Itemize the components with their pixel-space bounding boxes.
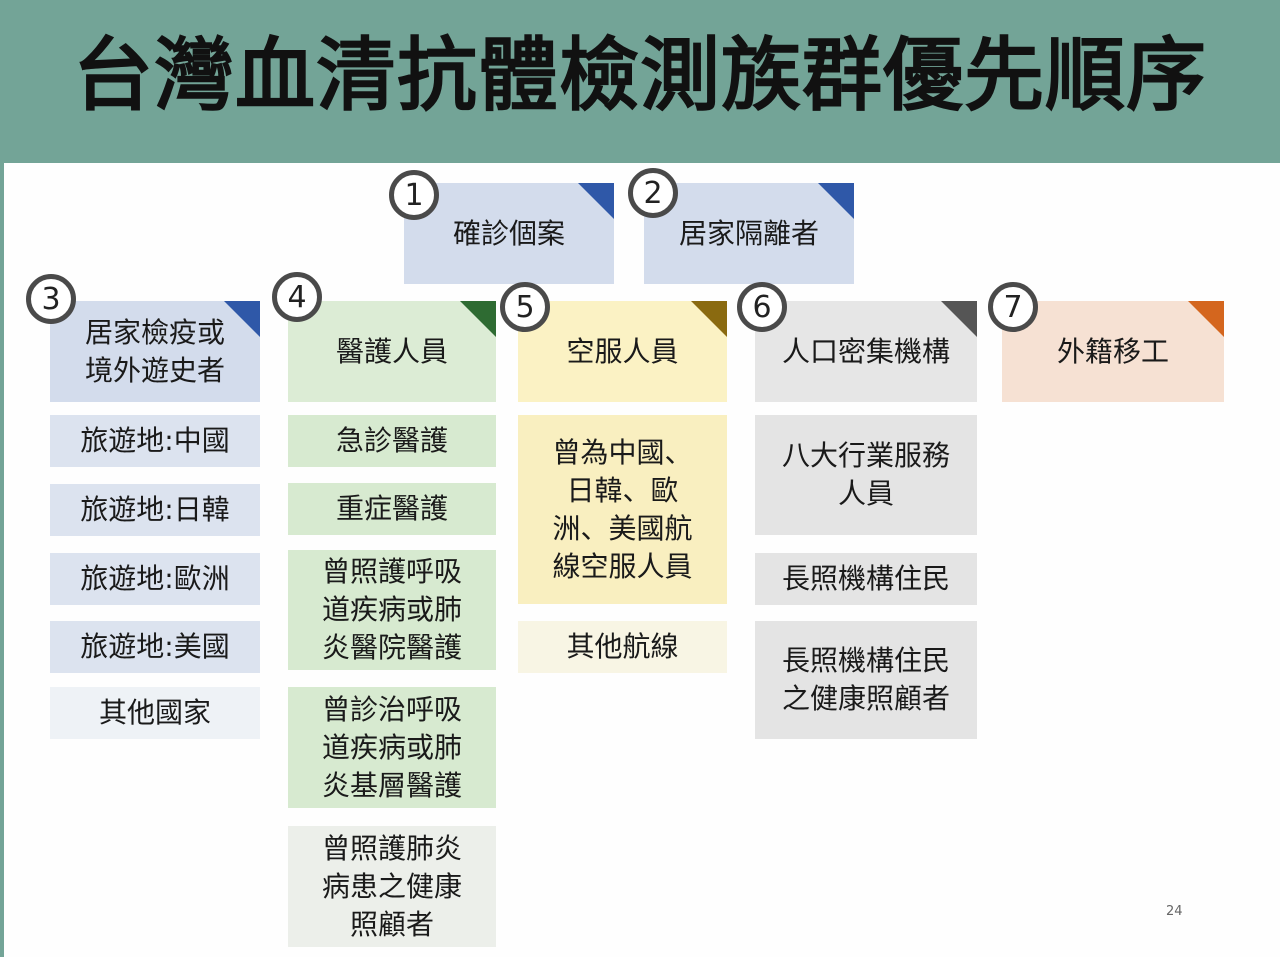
group-4-item: 曾照護肺炎 病患之健康 照顧者 [288,826,496,947]
group-3-item: 其他國家 [50,687,260,739]
group-6-item: 八大行業服務 人員 [755,415,977,535]
corner-marker [578,183,614,219]
group-3-item: 旅遊地:中國 [50,415,260,467]
group-4-item: 急診醫護 [288,415,496,467]
group-3-item: 旅遊地:美國 [50,621,260,673]
group-2-header: 居家隔離者 [644,183,854,284]
group-3-number-badge: 3 [26,274,76,324]
group-6-header: 人口密集機構 [755,301,977,402]
corner-marker [460,301,496,337]
group-6-item: 長照機構住民 [755,553,977,605]
corner-marker [224,301,260,337]
page-number: 24 [1166,904,1183,919]
group-3-item: 旅遊地:日韓 [50,484,260,536]
group-6-label: 人口密集機構 [781,334,950,368]
group-1-label: 確診個案 [452,216,565,250]
left-accent-line [0,163,4,957]
group-7-header: 外籍移工 [1002,301,1224,402]
group-4-item: 重症醫護 [288,483,496,535]
group-4-item: 曾照護呼吸 道疾病或肺 炎醫院醫護 [288,550,496,670]
group-3-item: 旅遊地:歐洲 [50,553,260,605]
group-4-number-badge: 4 [272,272,322,322]
group-5-item: 曾為中國、 日韓、歐 洲、美國航 線空服人員 [518,415,727,604]
corner-marker [691,301,727,337]
group-1-number-badge: 1 [389,170,439,220]
group-6-item: 長照機構住民 之健康照顧者 [755,621,977,739]
group-6-number-badge: 6 [737,282,787,332]
group-5-number-badge: 5 [500,282,550,332]
group-4-item: 曾診治呼吸 道疾病或肺 炎基層醫護 [288,687,496,808]
corner-marker [941,301,977,337]
group-4-label: 醫護人員 [335,334,448,368]
group-3-label: 居家檢疫或 境外遊史者 [84,315,225,387]
group-2-number-badge: 2 [628,168,678,218]
group-5-item: 其他航線 [518,621,727,673]
group-2-label: 居家隔離者 [678,216,819,250]
group-5-label: 空服人員 [566,334,679,368]
group-4-header: 醫護人員 [288,301,496,402]
corner-marker [818,183,854,219]
group-1-header: 確診個案 [404,183,614,284]
group-5-header: 空服人員 [518,301,727,402]
group-7-label: 外籍移工 [1056,334,1169,368]
group-3-header: 居家檢疫或 境外遊史者 [50,301,260,402]
group-7-number-badge: 7 [988,282,1038,332]
title-banner [0,0,1280,163]
corner-marker [1188,301,1224,337]
page-title: 台灣血清抗體檢測族群優先順序 [73,29,1207,122]
